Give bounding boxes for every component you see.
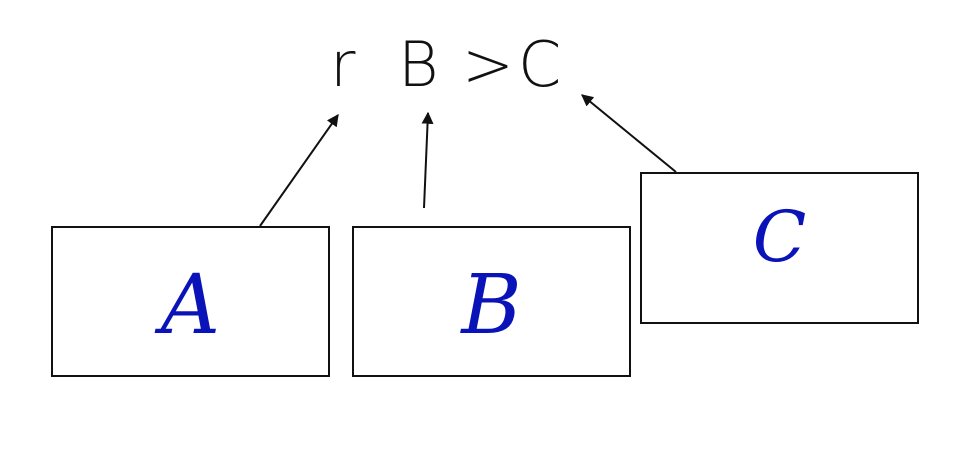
box-c-label: C: [752, 196, 807, 278]
expression-token-b: B: [398, 28, 439, 101]
arrow-a-to-r: [259, 114, 339, 227]
box-c: C: [640, 172, 919, 324]
expression: r B > C: [330, 20, 561, 110]
box-b: B: [352, 226, 631, 377]
box-a: A: [51, 226, 330, 377]
expression-token-c: C: [518, 28, 562, 101]
box-b-label: B: [461, 258, 522, 353]
expression-token-gt: >: [462, 28, 514, 101]
box-a-label: A: [160, 258, 221, 353]
arrow-b-to-b: [421, 111, 434, 209]
expression-token-r: r: [330, 28, 356, 101]
arrow-c-to-c: [581, 94, 677, 173]
arrows-layer: [259, 94, 677, 227]
